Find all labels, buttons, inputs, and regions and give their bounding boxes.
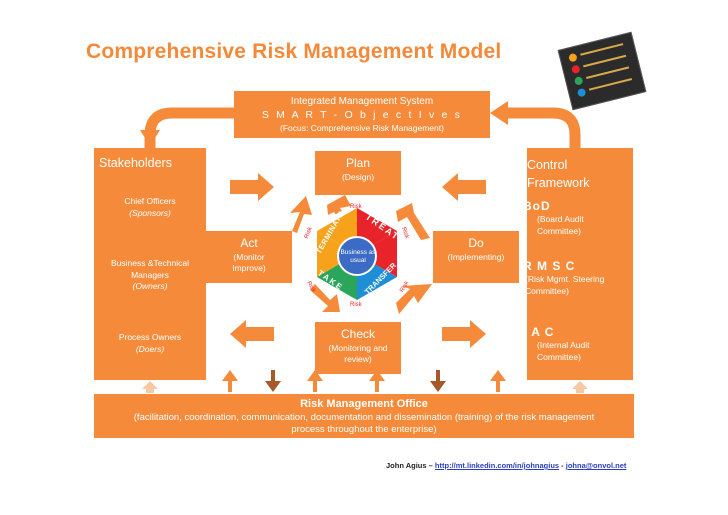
stakeholders-heading: Stakeholders (99, 156, 172, 170)
rmo-title: Risk Management Office (300, 398, 428, 410)
risk-hexagon (312, 202, 402, 306)
control-bod: BoD (Board Audit Committee) (523, 199, 584, 236)
ims-title: Integrated Management System (290, 96, 434, 107)
arrow-up-4 (490, 370, 506, 392)
arrow-up-3 (369, 370, 385, 392)
footer-email-link[interactable]: johna@onvol.net (565, 461, 627, 470)
risk-label-top: Risk (350, 204, 362, 210)
arrow-down-1 (265, 370, 281, 392)
footer-credit: John Agius – http://mt.linkedin.com/in/j… (386, 461, 626, 470)
act-box: Act (Monitor Improve) (206, 231, 292, 283)
hex-center (337, 236, 377, 276)
arrow-ctrl-to-plan (442, 173, 486, 201)
arrow-stake-rmo (142, 381, 158, 393)
segment-treat-b (357, 231, 397, 277)
act-label: Act (240, 236, 258, 250)
curve-arrow-left-head (140, 130, 160, 146)
arrow-check-to-ctrl (442, 320, 486, 348)
plan-sub: (Design) (341, 172, 375, 182)
arrow-hex-to-do (396, 203, 430, 240)
control-framework-heading: Control Framework (527, 158, 590, 190)
stakeholder-process-owners: Process Owners (Doers) (118, 332, 182, 354)
segment-terminate-b (317, 231, 357, 277)
arrow-ctrl-rmo (572, 381, 588, 393)
integrated-management-system-box: Integrated Management System S M A R T -… (234, 91, 490, 138)
do-box: Do (Implementing) (433, 231, 519, 283)
footer-linkedin-link[interactable]: http://mt.linkedin.com/in/johnagius (434, 461, 560, 470)
arrow-down-2 (430, 370, 446, 392)
control-rmsc: R M S C (Risk Mgmt. Steering Committee) (523, 259, 605, 296)
control-framework-panel: Control Framework BoD (Board Audit Commi… (523, 148, 633, 380)
arrow-do-down (396, 284, 432, 314)
risk-management-office-box: Risk Management Office (facilitation, co… (94, 394, 634, 438)
control-iac: I A C (Internal Audit Committee) (523, 325, 590, 362)
hex-center-label: Business as usual (340, 249, 376, 264)
do-label: Do (468, 236, 484, 250)
check-label: Check (340, 327, 375, 341)
check-sub: (Monitoring and review) (328, 343, 388, 364)
diagram-title: Comprehensive Risk Management Model (86, 40, 502, 63)
arrow-up-1 (222, 370, 238, 392)
stakeholder-managers: Business &Technical Managers (Owners) (111, 258, 189, 291)
stakeholder-chief-officers: Chief Officers (Sponsors) (124, 196, 176, 218)
footer-author: John Agius – (386, 461, 435, 470)
stakeholders-panel: Stakeholders Chief Officers (Sponsors) B… (94, 148, 206, 380)
plan-box: Plan (Design) (315, 151, 401, 195)
arrow-stake-to-plan (230, 173, 274, 201)
act-sub: (Monitor Improve) (232, 252, 266, 273)
footer-separator: - (559, 461, 566, 470)
arrow-act-up (290, 196, 312, 233)
do-sub: (Implementing) (447, 252, 505, 262)
arrow-check-to-stake (230, 320, 274, 348)
curve-arrow-right-head (490, 101, 508, 125)
arrow-hex-to-check (310, 284, 340, 312)
ims-smart-objectives: S M A R T - O b j e c t I v e s (261, 109, 463, 121)
rmo-description: (facilitation, coordination, communicati… (133, 412, 595, 435)
ims-focus: (Focus: Comprehensive Risk Management) (280, 123, 444, 133)
curve-arrow-right (506, 107, 581, 148)
risk-label-bottom: Risk (350, 302, 362, 308)
arrow-up-2 (307, 370, 323, 392)
check-box: Check (Monitoring and review) (315, 322, 401, 374)
plan-label: Plan (345, 156, 371, 170)
